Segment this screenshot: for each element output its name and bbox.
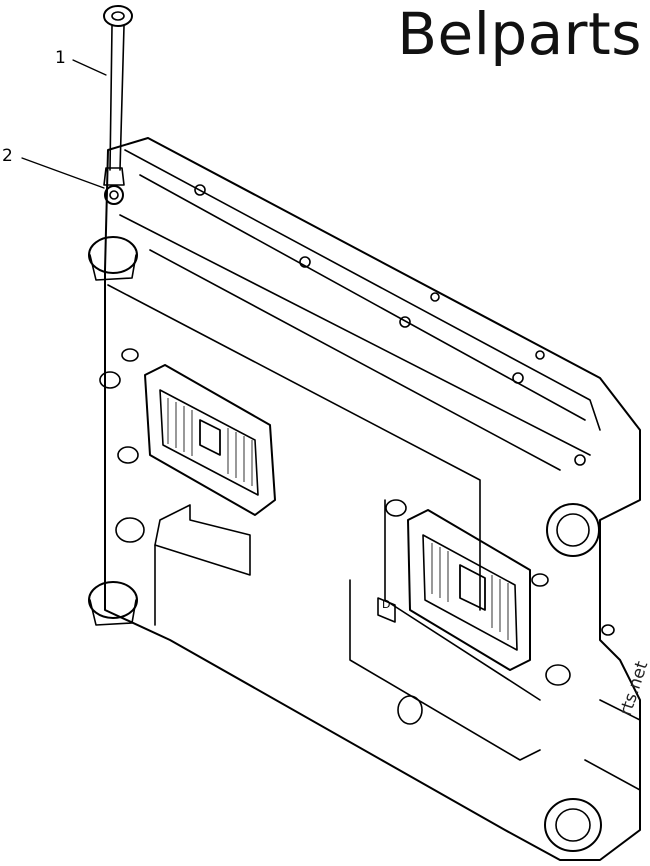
brand-logo: Belparts	[397, 0, 642, 68]
callout-number-2: 2	[2, 146, 13, 166]
callout-leader-2	[21, 157, 105, 189]
connector-j1	[144, 364, 276, 516]
connector-pin-hatch	[167, 398, 509, 640]
connector-housing-letter: D	[382, 598, 391, 611]
connector-j2	[377, 509, 531, 671]
callout-leader-1	[72, 59, 107, 76]
callout-number-1: 1	[55, 48, 66, 68]
ecm-housing	[88, 137, 641, 861]
